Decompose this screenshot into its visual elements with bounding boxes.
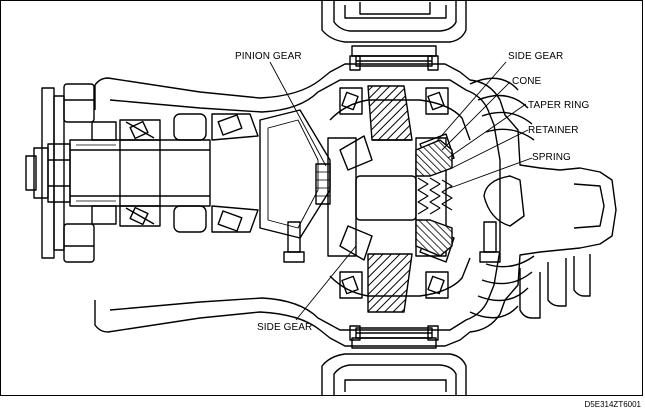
label-taper-ring: TAPER RING	[528, 100, 590, 111]
label-side-gear-top: SIDE GEAR	[508, 51, 564, 62]
drive-pinion-shaft	[69, 139, 211, 207]
upper-axle-housing	[321, 0, 467, 67]
label-pinion-gear: PINION GEAR	[235, 51, 302, 62]
bolts	[283, 55, 501, 341]
leader-lines	[269, 61, 533, 321]
lower-axle-housing	[321, 327, 467, 396]
rear-cover-fins	[469, 77, 605, 319]
ring-gear	[367, 85, 413, 313]
diagram-frame	[0, 0, 643, 396]
figure-code: D5E314ZT6001	[584, 400, 641, 409]
label-retainer: RETAINER	[528, 125, 579, 136]
companion-flange	[25, 83, 95, 263]
carrier-housing	[94, 63, 617, 347]
label-cone: CONE	[512, 76, 542, 87]
pinion-gear	[315, 163, 331, 205]
side-bearings	[339, 87, 449, 299]
label-side-gear-bottom: SIDE GEAR	[257, 322, 313, 333]
cross-shaft	[355, 175, 417, 221]
front-pinion-bearing	[91, 119, 161, 227]
label-spring: SPRING	[532, 152, 571, 163]
drive-pinion-head	[259, 109, 331, 239]
spring	[417, 177, 453, 215]
rear-pinion-bearing	[173, 113, 259, 233]
